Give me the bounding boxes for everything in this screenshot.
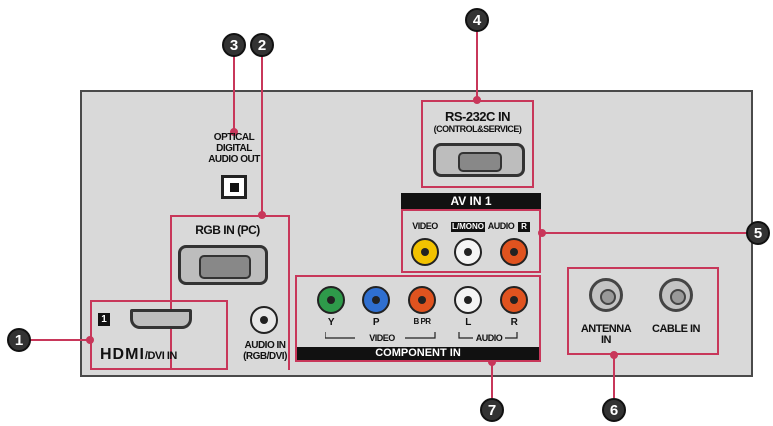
rgb-in-label: RGB IN (PC) — [195, 223, 260, 237]
callout-5: 5 — [746, 221, 770, 245]
av-audio-left-jack-white — [454, 238, 482, 266]
av-r-label: R — [518, 222, 530, 232]
av-in-title: AV IN 1 — [401, 193, 541, 209]
component-in-title: COMPONENT IN — [297, 347, 539, 360]
component-audio-right-jack-red — [500, 286, 528, 314]
component-r-label: R — [510, 317, 518, 328]
hdmi-port — [130, 309, 192, 329]
component-video-label: VIDEO — [369, 333, 395, 343]
hdmi-logo: HDMI — [100, 346, 145, 363]
av-mono-label: L/MONO — [451, 222, 485, 232]
component-highlight — [295, 275, 541, 362]
av-audio-label: AUDIO — [487, 221, 515, 231]
optical-label-line3: AUDIO OUT — [208, 154, 260, 165]
antenna-label: ANTENNA IN — [575, 324, 637, 346]
rgb-in-port — [178, 245, 268, 285]
component-l-label: L — [465, 317, 471, 328]
antenna-cable-highlight — [567, 267, 719, 355]
component-audio-label: AUDIO — [475, 333, 503, 343]
callout-7: 7 — [480, 398, 504, 422]
rs232-port — [433, 143, 525, 177]
callout-4: 4 — [465, 8, 489, 32]
audio-in-label-line2: (RGB/DVI) — [243, 351, 287, 362]
optical-label-line2: DIGITAL — [216, 143, 252, 154]
component-pr-jack-red — [408, 286, 436, 314]
audio-in-label-line1: AUDIO IN — [244, 340, 287, 351]
antenna-in-connector — [589, 278, 623, 312]
av-video-label: VIDEO — [412, 221, 438, 231]
rs232-title: RS-232C IN — [444, 109, 511, 124]
callout-2: 2 — [250, 33, 274, 57]
av-audio-right-jack-red — [500, 238, 528, 266]
antenna-label-line2: IN — [601, 334, 612, 346]
hdmi-label: HDMI/DVI IN — [100, 347, 225, 363]
audio-in-rgb-dvi-jack — [250, 306, 278, 334]
hdmi-highlight — [90, 300, 228, 370]
hdmi-suffix: /DVI IN — [144, 350, 177, 362]
optical-label: OPTICAL DIGITAL AUDIO OUT — [205, 132, 263, 165]
component-y-label: Y — [327, 317, 335, 328]
hdmi-port-number: 1 — [98, 313, 110, 326]
callout-3: 3 — [222, 33, 246, 57]
component-pr-label: B PR — [413, 317, 431, 326]
audio-in-label: AUDIO IN (RGB/DVI) — [236, 340, 294, 362]
rs232-subtitle: (CONTROL&SERVICE) — [433, 124, 522, 134]
component-pb-jack-blue — [362, 286, 390, 314]
optical-port — [221, 175, 247, 199]
component-bracket-lines — [325, 332, 518, 339]
av-video-jack-yellow — [411, 238, 439, 266]
component-y-jack-green — [317, 286, 345, 314]
component-pb-label: P — [372, 317, 380, 328]
cable-in-connector — [659, 278, 693, 312]
av-in-highlight — [401, 209, 541, 273]
callout-1: 1 — [7, 328, 31, 352]
antenna-label-line1: ANTENNA — [580, 323, 632, 335]
callout-6: 6 — [602, 398, 626, 422]
optical-label-line1: OPTICAL — [213, 132, 255, 143]
rs232-highlight — [421, 100, 534, 188]
component-audio-left-jack-white — [454, 286, 482, 314]
cable-in-label: CABLE IN — [652, 323, 700, 335]
rgb-in-highlight — [170, 215, 290, 370]
